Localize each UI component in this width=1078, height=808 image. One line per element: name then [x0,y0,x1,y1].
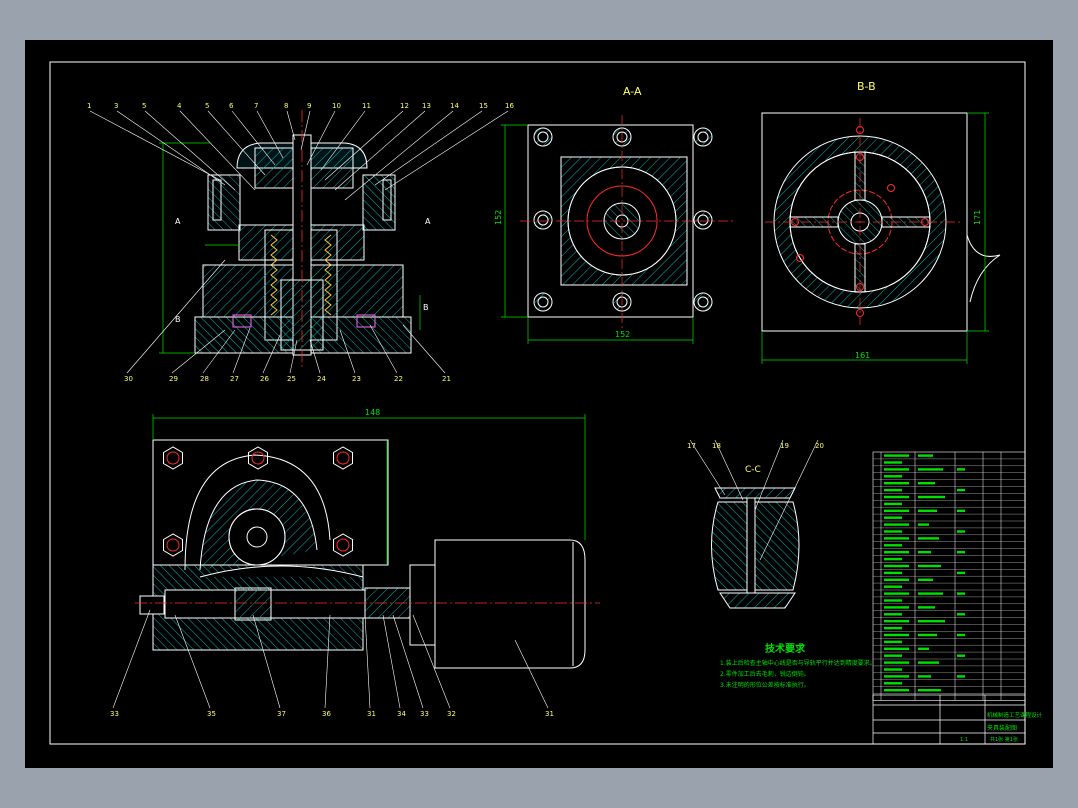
top-balloon: 1 [87,102,91,110]
bottom-view-balloon: 31 [367,710,376,718]
aa-width-dim: 152 [615,330,630,339]
tech-req-line-1: 1.装上后检查主轴中心线是否与导轨平行并达到精度要求。 [720,659,876,667]
bottom-view-balloon: 32 [447,710,456,718]
section-cc-view [711,487,800,609]
tech-req-line-2: 2.零件加工后去毛刺，锐边倒钝。 [720,670,810,678]
top-balloon: 5 [205,102,209,110]
section-bb-title: B-B [857,80,876,93]
section-aa-title: A-A [623,85,642,98]
bottom-view-balloon: 31 [545,710,554,718]
title-company: 机械制造工艺课程设计 [987,711,1043,719]
bottom-view-balloon: 33 [110,710,119,718]
section-marker-a-left: A [175,217,181,226]
main-bottom-balloon-labels: 30 29 28 27 26 25 24 23 22 21 [124,375,451,383]
bottom-length-dim: 148 [365,408,380,417]
parts-list-table [872,451,1026,701]
bb-dimensions [761,112,989,364]
bottom-view-balloon: 33 [420,710,429,718]
bottom-view-balloon: 36 [322,710,331,718]
top-balloon: 13 [422,102,431,110]
main-bottom-balloon: 23 [352,375,361,383]
title-scale: 1:1 [960,737,968,743]
bottom-leader-lines [112,609,549,709]
bottom-view [139,439,586,669]
section-cc-title: C-C [745,465,761,475]
title-sheet: 共1张 第1张 [990,736,1018,743]
cc-balloon-labels: 17 18 19 20 [687,442,824,450]
main-bottom-balloon: 25 [287,375,296,383]
section-marker-b-left: B [175,315,181,324]
main-bottom-balloon: 21 [442,375,451,383]
main-bottom-balloon: 27 [230,375,239,383]
top-balloon: 7 [254,102,258,110]
main-bottom-leader-lines [126,259,446,374]
main-bottom-balloon: 29 [169,375,178,383]
top-leader-lines [89,110,509,201]
section-marker-b-right: B [423,303,429,312]
top-balloon: 15 [479,102,488,110]
cc-balloon: 18 [712,442,721,450]
main-bottom-balloon: 22 [394,375,403,383]
top-balloon: 8 [284,102,288,110]
top-balloon: 12 [400,102,409,110]
cc-balloon: 19 [780,442,789,450]
bottom-dimensions [152,414,586,565]
cc-balloon: 17 [687,442,696,450]
main-bottom-balloon: 24 [317,375,326,383]
tech-req-title: 技术要求 [765,642,806,655]
top-balloon: 5 [142,102,146,110]
top-balloon: 14 [450,102,459,110]
top-balloon: 10 [332,102,341,110]
cc-balloon: 20 [815,442,824,450]
top-balloon: 9 [307,102,311,110]
top-balloon: 11 [362,102,371,110]
bb-height-dim: 171 [973,210,982,225]
drawing-frame [49,61,1026,745]
main-dimensions [159,142,421,354]
bb-width-dim: 161 [855,351,870,360]
top-balloon: 6 [229,102,234,110]
top-balloon: 4 [177,102,182,110]
main-bottom-balloon: 28 [200,375,209,383]
main-bottom-balloon: 30 [124,375,133,383]
title-drawing-name: 夹具装配图 [987,724,1017,732]
bottom-balloon-labels: 33 35 37 36 31 34 33 32 31 [110,710,554,718]
main-bottom-balloon: 26 [260,375,269,383]
top-balloon: 3 [114,102,118,110]
bottom-view-balloon: 37 [277,710,286,718]
aa-dimensions [501,124,694,344]
title-block [872,694,1026,745]
aa-height-dim: 152 [494,210,503,225]
tech-req-line-3: 3.未注明的形位公差按标准执行。 [720,681,810,689]
top-balloon: 16 [505,102,514,110]
section-marker-a-right: A [425,217,431,226]
bottom-view-balloon: 34 [397,710,406,718]
bb-center-lines [765,118,960,325]
bottom-view-balloon: 35 [207,710,216,718]
cc-leader-lines [689,439,819,561]
